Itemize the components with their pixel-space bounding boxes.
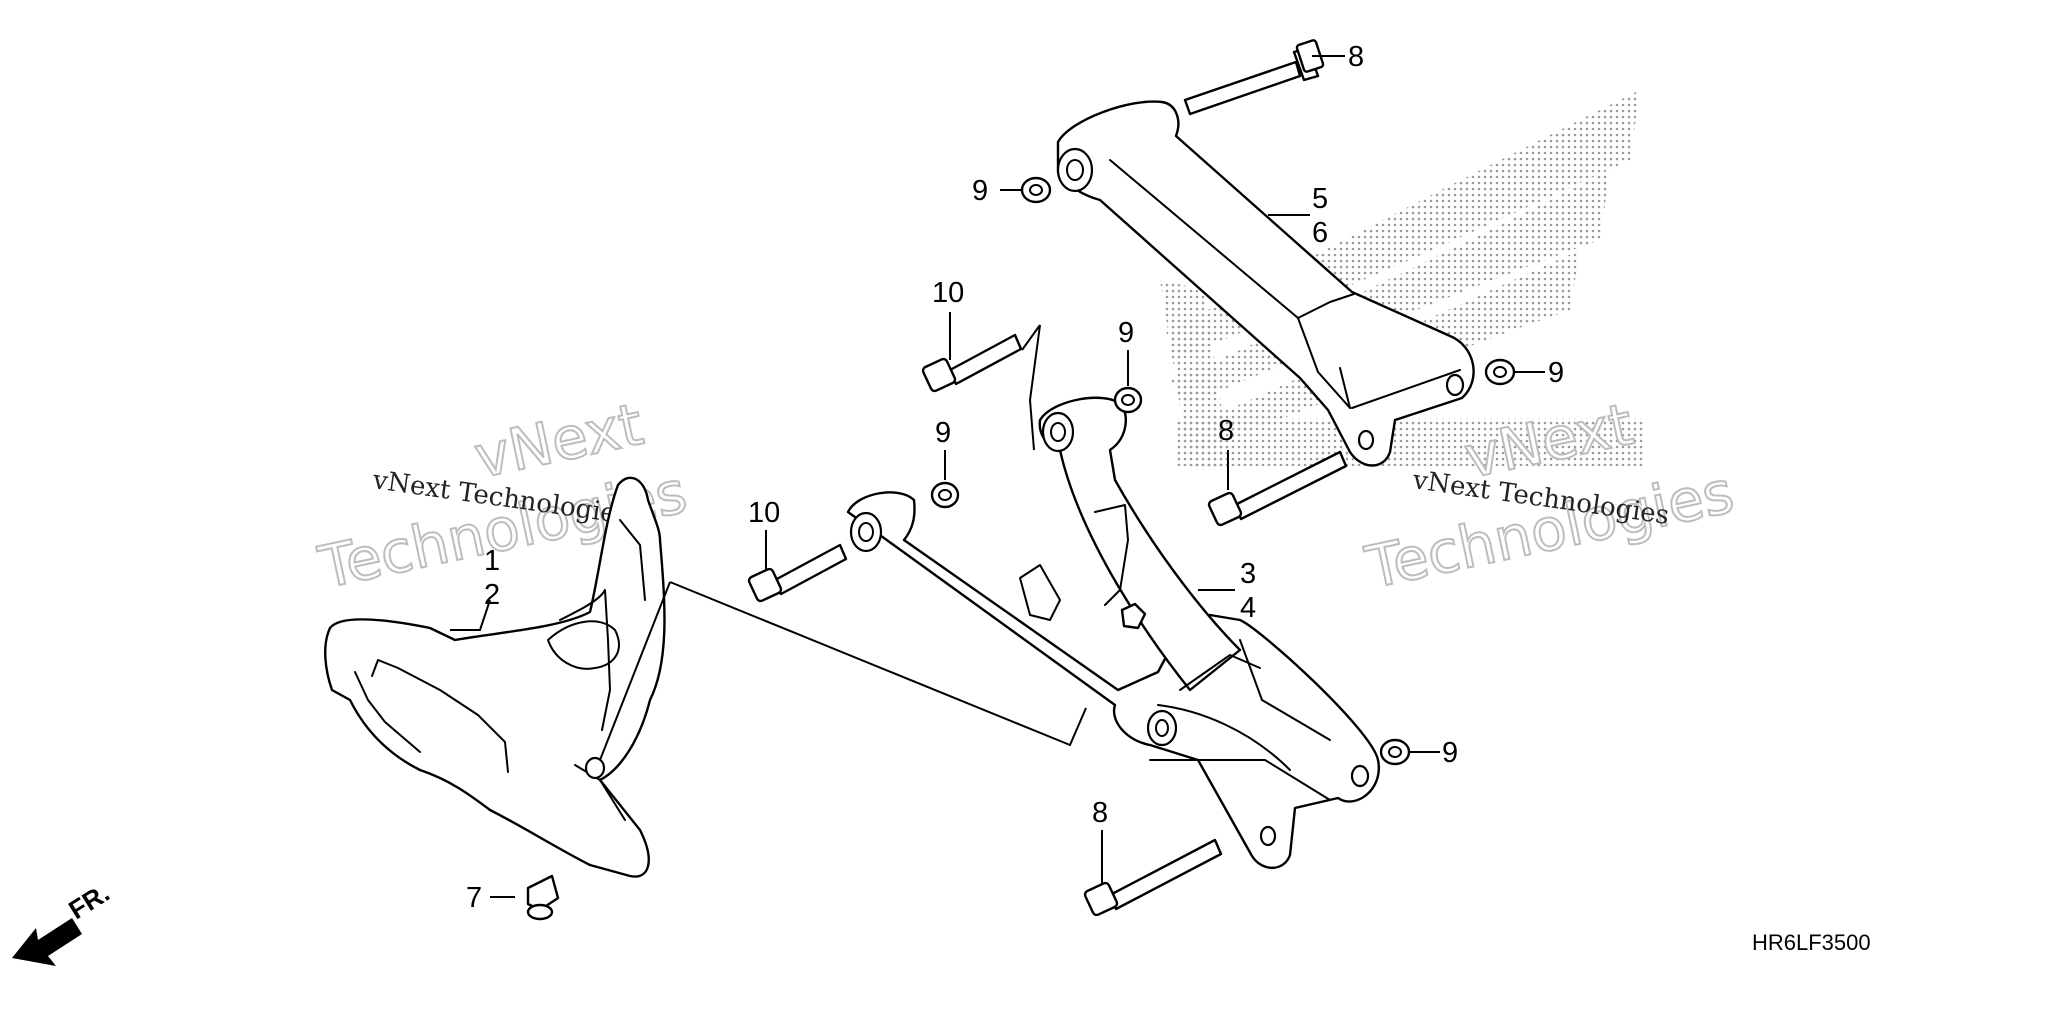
bolt-8-top[interactable]	[1183, 39, 1325, 116]
upper-arm-rear-hole	[1445, 373, 1465, 397]
callout-3: 3	[1240, 558, 1256, 590]
callout-8-bottom: 8	[1092, 797, 1108, 829]
callout-5: 5	[1312, 183, 1328, 215]
callout-9-bottom-right: 9	[1442, 737, 1458, 769]
nut-9-left[interactable]	[930, 481, 960, 509]
callout-1: 1	[484, 545, 500, 577]
front-arrow-icon	[12, 918, 82, 966]
callout-8-top: 8	[1348, 41, 1364, 73]
upper-arm-5-6[interactable]	[1056, 100, 1475, 467]
arm-guard-bolt-hole	[584, 756, 606, 780]
watermark-right: vNext Technologies vNext Technologies	[1359, 389, 1741, 603]
upper-arm-bushing-front	[1056, 147, 1094, 193]
front-direction-marker: FR.	[12, 877, 115, 966]
callout-4: 4	[1240, 592, 1256, 624]
arm-guard-1-2[interactable]	[324, 476, 666, 878]
callout-10-upper: 10	[932, 277, 964, 309]
nut-9-center[interactable]	[1113, 386, 1143, 414]
callout-10-lower: 10	[748, 497, 780, 529]
nut-9-top[interactable]	[1020, 176, 1052, 204]
callout-9-left: 9	[935, 417, 951, 449]
lower-arm-pivot	[1146, 709, 1178, 747]
bolt-8-bottom[interactable]	[1083, 838, 1223, 917]
nut-9-bottom-right[interactable]	[1379, 738, 1411, 766]
bolt-7[interactable]	[526, 874, 560, 921]
bolt-10-upper[interactable]	[921, 333, 1023, 393]
leader-lines	[450, 55, 1545, 898]
callout-6: 6	[1312, 217, 1328, 249]
callout-8-middle: 8	[1218, 415, 1234, 447]
callout-9-top: 9	[972, 175, 988, 207]
bolt-8-middle[interactable]	[1207, 450, 1348, 527]
upper-arm-lower-hole	[1357, 429, 1375, 451]
bolt-10-lower[interactable]	[747, 543, 848, 603]
lower-arm-bushing-upper	[1041, 411, 1075, 453]
callout-2: 2	[484, 579, 500, 611]
lower-arm-rear-hole	[1350, 764, 1370, 788]
callout-9-right: 9	[1548, 357, 1564, 389]
callout-9-center: 9	[1118, 317, 1134, 349]
nut-small-center[interactable]	[1120, 602, 1147, 630]
lower-arm-lower-hole	[1259, 825, 1277, 847]
lower-arm-bushing-front	[849, 511, 883, 553]
front-label: FR.	[63, 877, 114, 925]
callouts: 1 2 3 4 5 6 7 8 8 8 9 9 9 9 9 10 10	[466, 41, 1564, 914]
callout-7: 7	[466, 882, 482, 914]
nut-9-right[interactable]	[1484, 358, 1516, 386]
diagram-code: HR6LF3500	[1752, 930, 1871, 955]
lower-arm-3-4[interactable]	[846, 396, 1380, 870]
